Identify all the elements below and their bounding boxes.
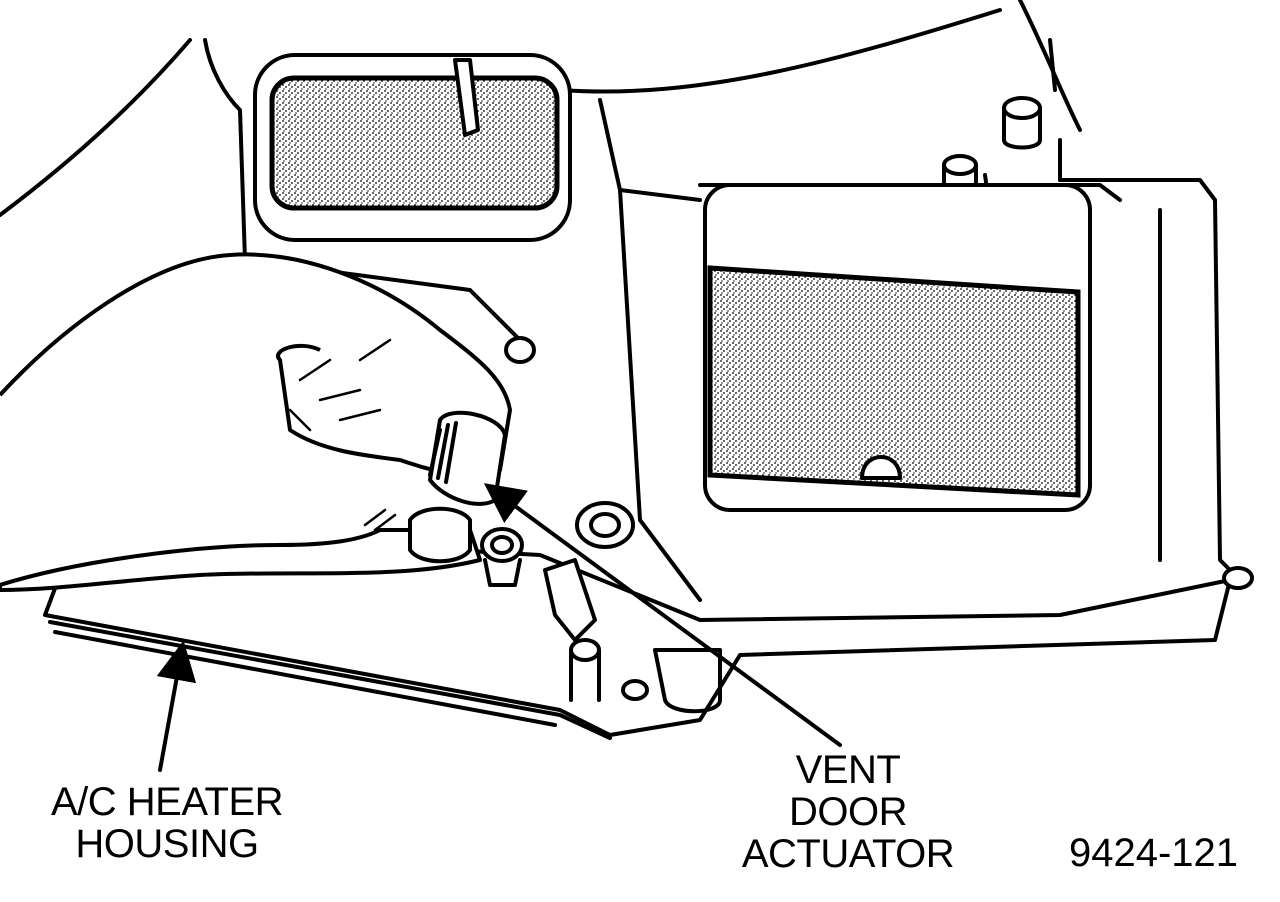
housing-leader-arrow xyxy=(156,640,197,772)
right-vent-opening xyxy=(703,183,1092,512)
leader-arrows xyxy=(156,483,842,772)
actuator-label-line1: VENT xyxy=(796,748,901,792)
actuator-bracket xyxy=(543,558,722,714)
actuator-leader-arrow xyxy=(483,483,842,747)
upper-vent-opening xyxy=(253,53,572,242)
vent-door-actuator xyxy=(428,410,507,506)
actuator-label-line2: DOOR xyxy=(789,790,907,834)
mounting-posts xyxy=(480,96,1254,702)
actuator-label-line3: ACTUATOR xyxy=(742,832,954,876)
figure-number: 9424-121 xyxy=(1069,831,1238,875)
hand xyxy=(0,252,512,592)
housing-label-line1: A/C HEATER xyxy=(51,780,283,824)
housing-label-line2: HOUSING xyxy=(75,822,258,866)
